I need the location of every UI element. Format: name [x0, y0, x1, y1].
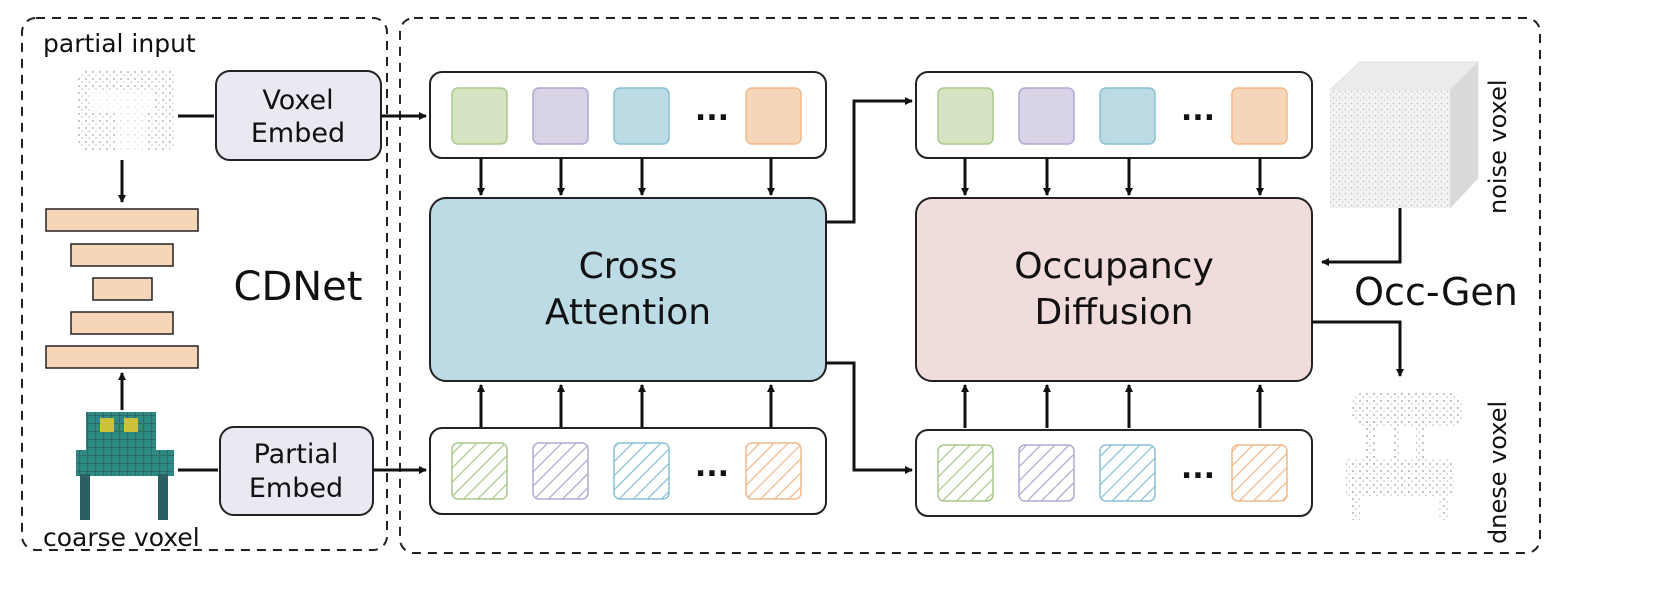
occupancy-diffusion-line2: Diffusion — [1035, 292, 1194, 333]
diffusion-partial-token-ellipsis: ... — [1181, 451, 1215, 486]
condition-token-green — [937, 87, 994, 145]
voxel-token-green — [451, 87, 508, 145]
partial-token-ellipsis: ... — [695, 449, 729, 484]
dense-voxel-chair — [1346, 392, 1464, 520]
occupancy-diffusion-line1: Occupancy — [1014, 246, 1214, 287]
diffusion-partial-token-green — [937, 444, 994, 502]
occgen-title: Occ-Gen — [1354, 270, 1518, 314]
voxel-token-blue — [613, 87, 670, 145]
coarse-voxel-chair — [76, 412, 174, 520]
voxel-embed-line1: Voxel — [262, 85, 333, 116]
diffusion-partial-token-purple — [1018, 444, 1075, 502]
arrows-condition-tokens-to-diffusion — [961, 158, 1264, 196]
partial-token-purple — [532, 442, 589, 500]
partial-input-pointcloud — [78, 70, 176, 152]
partial-input-label: partial input — [43, 29, 196, 58]
noise-voxel-label: noise voxel — [1484, 79, 1512, 214]
partial-embed-line2: Embed — [249, 473, 343, 504]
partial-token-blue — [613, 442, 670, 500]
encoder-bar-5 — [45, 345, 199, 369]
partial-token-orange — [745, 442, 802, 500]
diffusion-partial-token-blue — [1099, 444, 1156, 502]
noise-voxel-cube — [1328, 60, 1480, 210]
partial-embed-line1: Partial — [254, 439, 339, 470]
condition-token-blue — [1099, 87, 1156, 145]
cdnet-title: CDNet — [234, 264, 363, 310]
dense-voxel-label: dnese voxel — [1484, 401, 1512, 544]
condition-token-purple — [1018, 87, 1075, 145]
arrows-partial-tokens-to-cross-attention — [477, 384, 775, 428]
voxel-token-purple — [532, 87, 589, 145]
arrow-cross-attention-to-condition-tokens — [826, 97, 913, 224]
condition-token-orange — [1231, 87, 1288, 145]
encoder-decoder-bars — [45, 208, 199, 369]
arrow-diffusion-to-dense — [1312, 320, 1404, 377]
arrows-partial-tokens-to-diffusion — [961, 384, 1264, 428]
voxel-token-ellipsis: ... — [695, 93, 729, 128]
encoder-bar-1 — [45, 208, 199, 232]
coarse-voxel-label: coarse voxel — [43, 523, 200, 552]
cross-attention-block — [429, 197, 827, 382]
condition-token-ellipsis: ... — [1181, 93, 1215, 128]
encoder-bar-4 — [70, 311, 174, 335]
cross-attention-line1: Cross — [579, 246, 678, 287]
diffusion-partial-token-orange — [1231, 444, 1288, 502]
cross-attention-line2: Attention — [545, 292, 711, 333]
occupancy-diffusion-block — [915, 197, 1313, 382]
arrow-noise-to-diffusion — [1321, 208, 1402, 266]
arrow-cross-attention-to-partial-tokens — [826, 361, 913, 474]
encoder-bar-3 — [92, 277, 153, 301]
encoder-bar-2 — [70, 243, 174, 267]
voxel-embed-line2: Embed — [251, 118, 345, 149]
voxel-token-orange — [745, 87, 802, 145]
cdnet-frame — [21, 17, 388, 551]
arrows-voxel-tokens-to-cross-attention — [477, 158, 775, 196]
partial-token-green — [451, 442, 508, 500]
